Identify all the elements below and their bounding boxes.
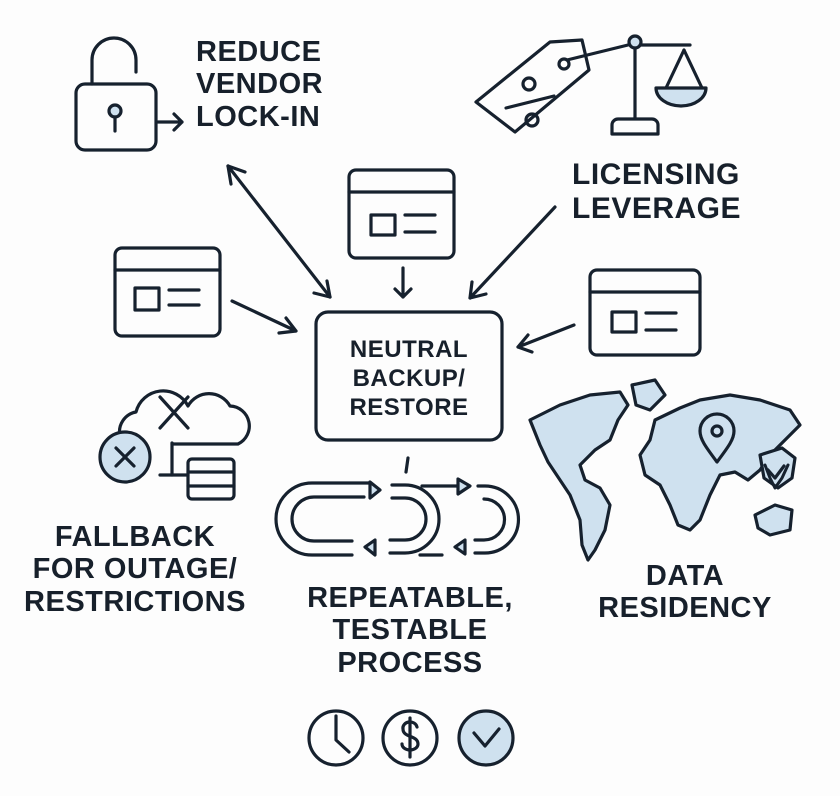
label-line: LOCK-IN <box>196 100 321 133</box>
shield-check-icon <box>763 463 790 490</box>
label-line: REPEATABLE, <box>307 582 513 614</box>
unlocked-padlock-icon <box>74 36 184 152</box>
world-map-icon <box>528 378 802 562</box>
label-line: FALLBACK <box>54 521 216 553</box>
label-line: LEVERAGE <box>572 191 742 225</box>
connector-arrows <box>226 164 576 474</box>
label-line: RESIDENCY <box>598 592 772 625</box>
label-line: FOR OUTAGE/ <box>32 553 238 586</box>
loop-arrows-icon <box>274 477 521 557</box>
cloud-outage-icon <box>98 389 251 501</box>
label-line: DATA <box>645 560 725 592</box>
repeatable-label: REPEATABLE, TESTABLE PROCESS <box>290 582 530 679</box>
app-window-icon <box>347 168 456 260</box>
clock-icon <box>307 709 365 767</box>
label-line: PROCESS <box>337 646 483 679</box>
checkmark-icon <box>457 709 515 767</box>
label-line: NEUTRAL <box>349 336 469 363</box>
residency-label: DATA RESIDENCY <box>580 560 790 625</box>
label-line: VENDOR <box>196 68 324 101</box>
label-line: RESTORE <box>349 393 469 421</box>
vendor-lockin-label: REDUCE VENDOR LOCK-IN <box>196 36 323 133</box>
label-line: RESTRICTIONS <box>24 585 246 618</box>
label-line: BACKUP/ <box>352 364 466 392</box>
center-box <box>314 310 504 442</box>
price-tag-scale-icon <box>474 34 708 136</box>
app-window-icon <box>588 268 702 357</box>
app-window-icon <box>113 246 222 338</box>
location-pin-icon <box>698 412 736 464</box>
licensing-label: LICENSING LEVERAGE <box>572 158 741 225</box>
label-line: REDUCE <box>196 36 322 68</box>
label-line: TESTABLE <box>332 614 488 647</box>
fallback-label: FALLBACK FOR OUTAGE/ RESTRICTIONS <box>10 521 260 618</box>
dollar-icon <box>381 709 439 767</box>
label-line: LICENSING <box>572 158 740 191</box>
center-label: NEUTRAL BACKUP/ RESTORE <box>316 336 502 422</box>
